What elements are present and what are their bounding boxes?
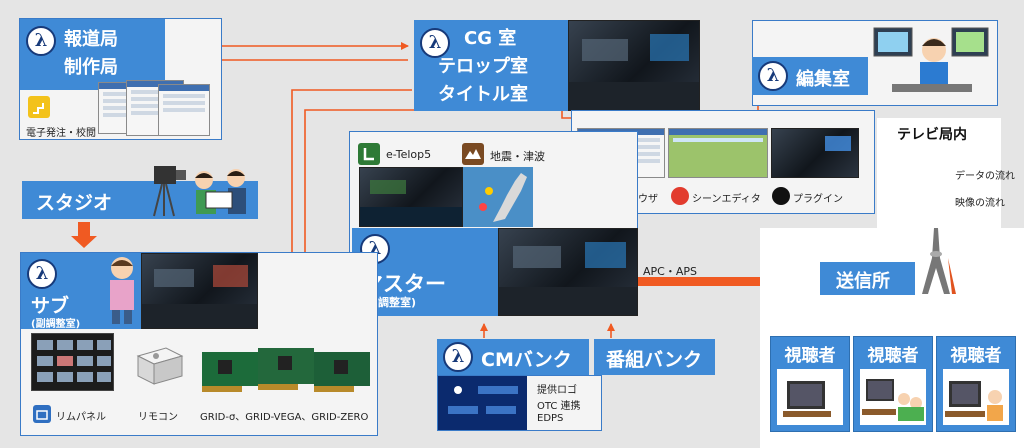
remote-controller-label: リモコン: [138, 412, 178, 423]
plugin-label: プラグイン: [793, 194, 843, 205]
grid-boards-image: [202, 348, 370, 392]
operator-illustration: [110, 257, 134, 324]
rim-panel-label: リムパネル: [56, 412, 106, 423]
viewer-label-2: 視聴者: [867, 346, 919, 366]
newsroom-box: λ 報道局 制作局: [20, 19, 165, 90]
product-logo-icon: λ: [758, 61, 788, 91]
cg-room-title-2: テロップ室: [438, 56, 528, 77]
remote-controller-image: [136, 347, 184, 385]
master-control-room-photo: [498, 228, 638, 316]
ordering-app-icon: [28, 96, 50, 118]
sub-title: サブ: [31, 295, 70, 317]
product-logo-icon: λ: [443, 342, 473, 372]
program-bank-box: 番組バンク: [594, 339, 715, 375]
newsroom-title-2: 制作局: [64, 57, 118, 78]
viewer-label-1: 視聴者: [784, 346, 836, 366]
scene-editor-icon: [671, 187, 689, 205]
program-bank-title: 番組バンク: [606, 349, 702, 371]
etelop-label: e-Telop5: [386, 148, 432, 161]
newsroom-caption: 電子発注・校閲: [26, 128, 96, 139]
scene-editor-screenshot: [668, 128, 768, 178]
rim-panel-image: [31, 333, 114, 391]
earthquake-tsunami-label: 地震・津波: [490, 150, 545, 163]
editor-illustration: [873, 27, 989, 92]
viewer-box-1: 視聴者: [770, 336, 850, 432]
cm-bank-box: λ CMバンク: [437, 339, 589, 375]
product-logo-icon: λ: [27, 259, 57, 289]
cm-bank-note-3: EDPS: [537, 413, 564, 424]
cm-sponsor-logo-image: [438, 376, 527, 430]
transmitter-box: 送信所: [820, 262, 915, 295]
tower-icon: [922, 228, 956, 294]
transmitter-title: 送信所: [836, 271, 890, 292]
editing-room-title: 編集室: [796, 69, 850, 90]
sub-control-room-photo: [141, 253, 258, 329]
cm-bank-note-1: 提供ロゴ: [537, 385, 577, 396]
cm-bank-title: CMバンク: [481, 349, 572, 371]
tv-icon: [783, 381, 831, 417]
sub-subtitle: (副調整室): [31, 319, 81, 330]
tv-family-icon: [862, 379, 924, 421]
etelop-screenshot: [359, 167, 463, 227]
plugin-icon: [772, 187, 790, 205]
tv-viewer-icon: [945, 381, 1003, 421]
cm-bank-note-2: OTC 連携: [537, 401, 581, 412]
station-legend-panel: [877, 118, 1001, 228]
etelop-icon: [358, 143, 380, 165]
rim-panel-icon: [33, 405, 51, 423]
studio-box: スタジオ: [22, 181, 143, 219]
newsroom-title-1: 報道局: [64, 29, 118, 50]
earthquake-tsunami-icon: [462, 143, 484, 165]
cg-room-box: λ CG 室 テロップ室 タイトル室: [414, 20, 568, 111]
video-flow-studio-to-sub: [71, 222, 97, 248]
cg-room-title-1: CG 室: [464, 28, 517, 49]
studio-title: スタジオ: [36, 192, 113, 214]
plugin-screenshot: [771, 128, 859, 178]
legend-video-flow-label: 映像の流れ: [955, 198, 1005, 209]
product-logo-icon: λ: [26, 26, 56, 56]
viewer-label-3: 視聴者: [950, 346, 1002, 366]
earthquake-map-screenshot: [463, 167, 533, 227]
newsroom-screenshot-3: [158, 84, 210, 136]
scene-editor-label: シーンエディタ: [692, 194, 761, 205]
editing-room-box: λ 編集室: [752, 57, 868, 95]
product-logo-icon: λ: [420, 28, 450, 58]
station-title: テレビ局内: [897, 127, 967, 143]
cg-room-title-3: タイトル室: [438, 84, 528, 105]
legend-data-flow-label: データの流れ: [955, 171, 1015, 182]
video-flow-master-to-transmitter: [638, 268, 814, 294]
viewer-box-2: 視聴者: [853, 336, 933, 432]
grid-boards-label: GRID-σ、GRID-VEGA、GRID-ZERO: [200, 412, 369, 423]
master-output-label: APC・APS: [643, 265, 697, 278]
cg-room-photo: [568, 20, 700, 111]
studio-camera-illustration: [153, 166, 246, 217]
viewer-box-3: 視聴者: [936, 336, 1016, 432]
